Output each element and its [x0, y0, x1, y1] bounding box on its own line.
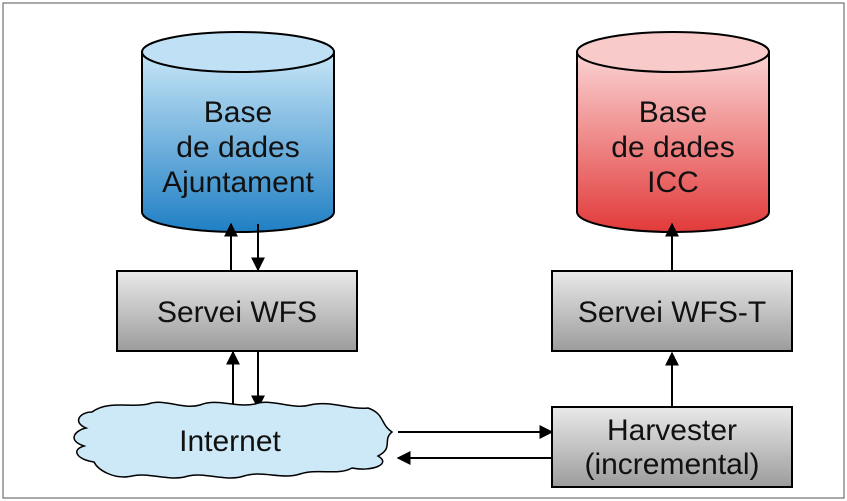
db-right-line-3: ICC	[647, 166, 699, 199]
servei-wfs-box: Servei WFS	[116, 270, 358, 352]
harvester-line-2: (incremental)	[584, 448, 759, 481]
db-left-line-3: Ajuntament	[162, 166, 314, 199]
harvester-box: Harvester (incremental)	[551, 406, 793, 488]
db-left-line-1: Base	[204, 96, 272, 129]
internet-label: Internet	[179, 425, 281, 458]
database-ajuntament: Base de dades Ajuntament	[141, 31, 335, 233]
db-right-line-2: de dades	[611, 131, 734, 164]
harvester-line-1: Harvester	[607, 414, 737, 447]
db-left-line-2: de dades	[176, 131, 299, 164]
internet-cloud: Internet	[73, 401, 394, 479]
servei-wfst-box: Servei WFS-T	[551, 270, 793, 352]
db-right-line-1: Base	[639, 96, 707, 129]
database-icc: Base de dades ICC	[576, 31, 770, 233]
servei-wfs-label: Servei WFS	[157, 296, 317, 329]
servei-wfst-label: Servei WFS-T	[578, 296, 766, 329]
